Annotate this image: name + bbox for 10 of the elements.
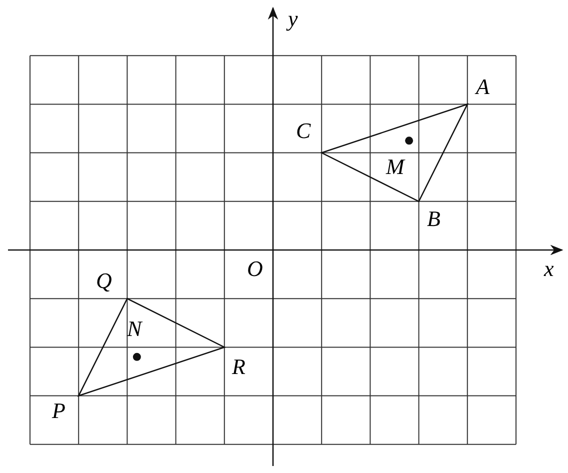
point-label: O — [247, 258, 263, 280]
point-label: y — [288, 8, 298, 30]
point-label: A — [476, 76, 490, 98]
point-label: B — [427, 208, 440, 230]
point-label: Q — [96, 270, 112, 292]
point-label: M — [386, 156, 404, 178]
point-label: x — [544, 258, 554, 280]
point-label: C — [296, 120, 311, 142]
point-label: R — [232, 356, 246, 378]
point-label: P — [52, 400, 66, 422]
